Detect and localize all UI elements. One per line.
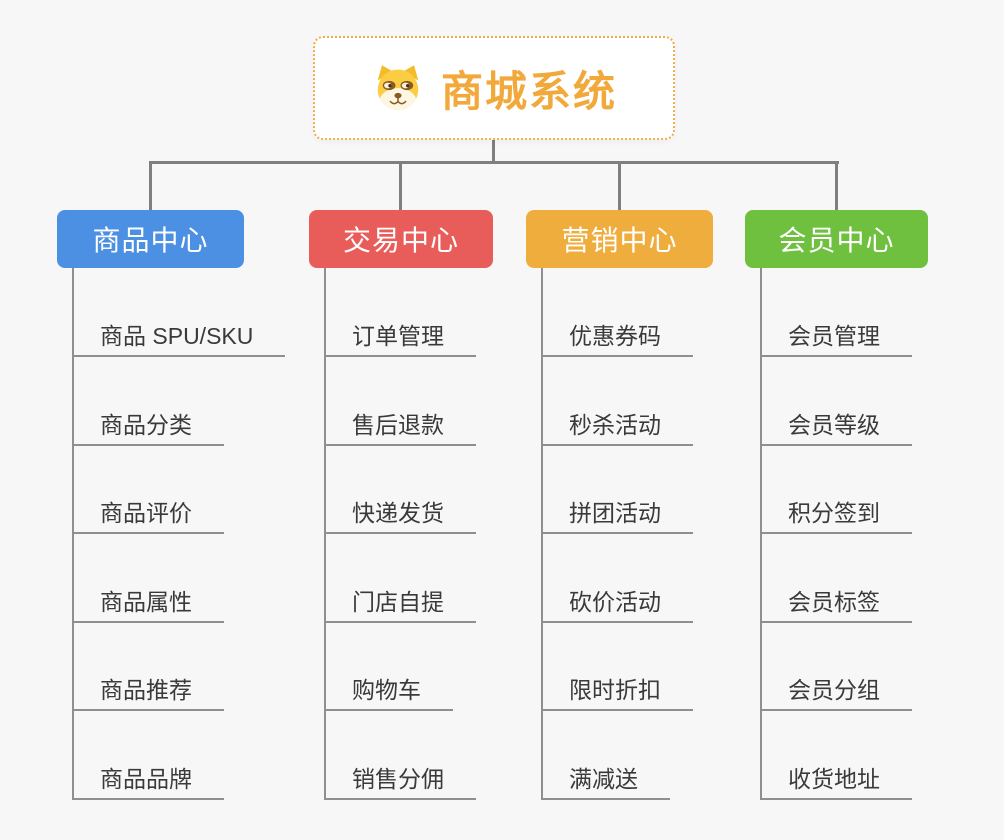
child-node-member-level[interactable]: 会员等级 — [760, 412, 912, 446]
branch-trade-center: 交易中心 订单管理 售后退款 快递发货 门店自提 购物车 销售分佣 — [309, 210, 493, 840]
connector-trunk-trade — [324, 268, 326, 800]
child-node-express-delivery[interactable]: 快递发货 — [324, 500, 476, 534]
connector-trunk-member — [760, 268, 762, 800]
branch-marketing-center: 营销中心 优惠券码 秒杀活动 拼团活动 砍价活动 限时折扣 满减送 — [526, 210, 713, 840]
branch-member-center: 会员中心 会员管理 会员等级 积分签到 会员标签 会员分组 收货地址 — [745, 210, 928, 840]
root-node[interactable]: 商城系统 — [313, 36, 675, 140]
branch-product-center: 商品中心 商品 SPU/SKU 商品分类 商品评价 商品属性 商品推荐 商品品牌 — [57, 210, 286, 840]
connector-root-stem — [492, 140, 495, 164]
connector-trunk-marketing — [541, 268, 543, 800]
child-node-member-group[interactable]: 会员分组 — [760, 677, 912, 711]
child-node-product-brand[interactable]: 商品品牌 — [72, 766, 224, 800]
child-node-product-category[interactable]: 商品分类 — [72, 412, 224, 446]
branch-node-member-center[interactable]: 会员中心 — [745, 210, 928, 268]
child-node-limited-time-discount[interactable]: 限时折扣 — [541, 677, 693, 711]
child-node-product-attribute[interactable]: 商品属性 — [72, 589, 224, 623]
dog-face-icon — [377, 65, 419, 110]
child-node-points-checkin[interactable]: 积分签到 — [760, 500, 912, 534]
child-node-order-management[interactable]: 订单管理 — [324, 323, 476, 357]
child-node-product-review[interactable]: 商品评价 — [72, 500, 224, 534]
child-node-product-recommend[interactable]: 商品推荐 — [72, 677, 224, 711]
child-node-group-buy[interactable]: 拼团活动 — [541, 500, 693, 534]
child-node-shipping-address[interactable]: 收货地址 — [760, 766, 912, 800]
child-node-product-spu-sku[interactable]: 商品 SPU/SKU — [72, 323, 286, 357]
child-node-sales-commission[interactable]: 销售分佣 — [324, 766, 476, 800]
branch-node-product-center[interactable]: 商品中心 — [57, 210, 244, 268]
child-node-store-pickup[interactable]: 门店自提 — [324, 589, 476, 623]
connector-bus — [149, 161, 839, 164]
branch-node-marketing-center[interactable]: 营销中心 — [526, 210, 713, 268]
connector-drop-product — [149, 161, 152, 210]
child-node-full-reduction[interactable]: 满减送 — [541, 766, 670, 800]
connector-trunk-product — [72, 268, 74, 800]
child-node-member-tag[interactable]: 会员标签 — [760, 589, 912, 623]
connector-drop-marketing — [618, 161, 621, 210]
connector-drop-trade — [399, 161, 402, 210]
connector-drop-member — [835, 161, 838, 210]
child-node-shopping-cart[interactable]: 购物车 — [324, 677, 453, 711]
child-node-bargain-activity[interactable]: 砍价活动 — [541, 589, 693, 623]
child-node-aftersale-refund[interactable]: 售后退款 — [324, 412, 476, 446]
child-node-member-management[interactable]: 会员管理 — [760, 323, 912, 357]
child-node-coupon-code[interactable]: 优惠券码 — [541, 323, 693, 357]
root-node-label: 商城系统 — [440, 67, 617, 115]
branch-node-trade-center[interactable]: 交易中心 — [309, 210, 493, 268]
child-node-flash-sale[interactable]: 秒杀活动 — [541, 412, 693, 446]
